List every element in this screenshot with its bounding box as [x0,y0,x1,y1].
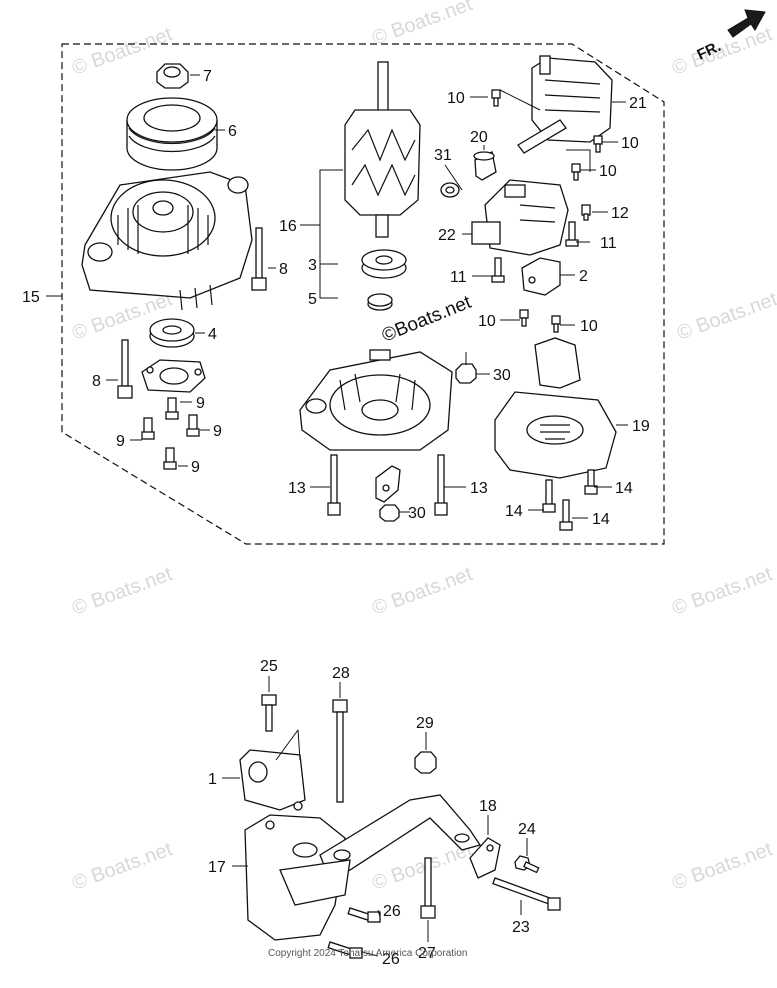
bolt-24 [514,855,540,874]
part-label-3: 3 [308,257,317,274]
part-label-19: 19 [632,418,650,435]
part-label-13: 13 [470,480,488,497]
watermark: © Boats.net [674,288,777,345]
brush-holder [521,257,561,296]
pulley [126,97,218,171]
part-label-8: 8 [92,373,101,390]
voltage-regulator [471,179,569,256]
watermark: © Boats.net [369,0,475,50]
part-labels: 7 6 8 4 8 9 9 9 9 15 16 3 5 10 21 10 10 … [22,68,650,968]
part-label-9: 9 [196,395,205,412]
part-label-15: 15 [22,289,40,306]
bushing [440,182,460,198]
part-label-10: 10 [447,90,465,107]
part-label-13: 13 [288,480,306,497]
rear-housing [299,349,453,451]
nut-30-upper [455,363,477,384]
through-bolt-upper [251,227,267,291]
screw-12 [581,204,591,221]
part-label-2: 2 [579,268,588,285]
pulley-nut [156,63,189,89]
part-label-10: 10 [599,163,617,180]
part-label-7: 7 [203,68,212,85]
part-label-30: 30 [493,367,511,384]
through-bolt-lower [117,339,133,399]
plate-18 [469,837,501,879]
bearing-retainer-plate [141,359,206,393]
part-label-14: 14 [592,511,610,528]
part-label-9: 9 [213,423,222,440]
bearing-collar [367,293,393,311]
bolts-13 [327,454,448,516]
part-label-31: 31 [434,147,452,164]
part-label-28: 28 [332,665,350,682]
bolt-23 [492,877,561,911]
alternator-housing [81,171,253,311]
part-label-17: 17 [208,859,226,876]
bearing-front [149,318,195,348]
leader-lines [46,74,628,957]
part-label-1: 1 [208,771,217,788]
watermark: © Boats.net [369,563,475,620]
rectifier-assembly [517,55,613,154]
part-label-24: 24 [518,821,536,838]
terminal-bracket [375,465,401,503]
part-label-10: 10 [621,135,639,152]
part-label-22: 22 [438,227,456,244]
bolts-14 [542,469,598,531]
part-label-26: 26 [382,951,400,968]
part-label-18: 18 [479,798,497,815]
part-label-11: 11 [450,269,467,286]
nut-29 [414,751,437,774]
watermark: © Boats.net [669,563,775,620]
bolt-27 [420,857,436,919]
part-label-6: 6 [228,123,237,140]
part-label-11: 11 [600,235,617,252]
part-label-27: 27 [418,945,436,962]
part-label-20: 20 [470,129,488,146]
part-label-26: 26 [383,903,401,920]
bracket-1 [239,749,306,830]
bearing-rear [361,249,407,279]
center-watermark: ©Boats.net [379,292,475,347]
nut-30-lower [379,504,400,522]
screws-9 [141,397,200,470]
part-label-10: 10 [478,313,496,330]
part-label-21: 21 [629,95,647,112]
watermark: © Boats.net [669,838,775,895]
rotor [344,61,421,238]
part-label-30: 30 [408,505,426,522]
bolt-26-lower [327,941,363,959]
part-label-5: 5 [308,291,317,308]
screws-10 [491,89,603,333]
part-label-9: 9 [191,459,200,476]
part-label-14: 14 [505,503,523,520]
part-label-12: 12 [611,205,629,222]
part-label-25: 25 [260,658,278,675]
part-label-29: 29 [416,715,434,732]
part-label-8: 8 [279,261,288,278]
bolt-26-upper [347,907,381,923]
bolt-25 [261,694,277,732]
watermark: © Boats.net [69,563,175,620]
mounting-bracket-17 [244,794,482,941]
rear-cover [494,337,617,479]
part-label-10: 10 [580,318,598,335]
part-label-9: 9 [116,433,125,450]
part-label-4: 4 [208,326,217,343]
bolt-28 [332,699,348,803]
screws-11 [491,221,579,283]
watermark: © Boats.net [69,838,175,895]
part-label-14: 14 [615,480,633,497]
copyright-notice: Copyright 2024 Tohatsu America Corporati… [268,948,467,959]
part-label-16: 16 [279,218,297,235]
front-arrow-icon [727,9,766,38]
part-label-23: 23 [512,919,530,936]
terminal-insulator [473,151,497,181]
alternator-assembly-frame [61,43,665,545]
